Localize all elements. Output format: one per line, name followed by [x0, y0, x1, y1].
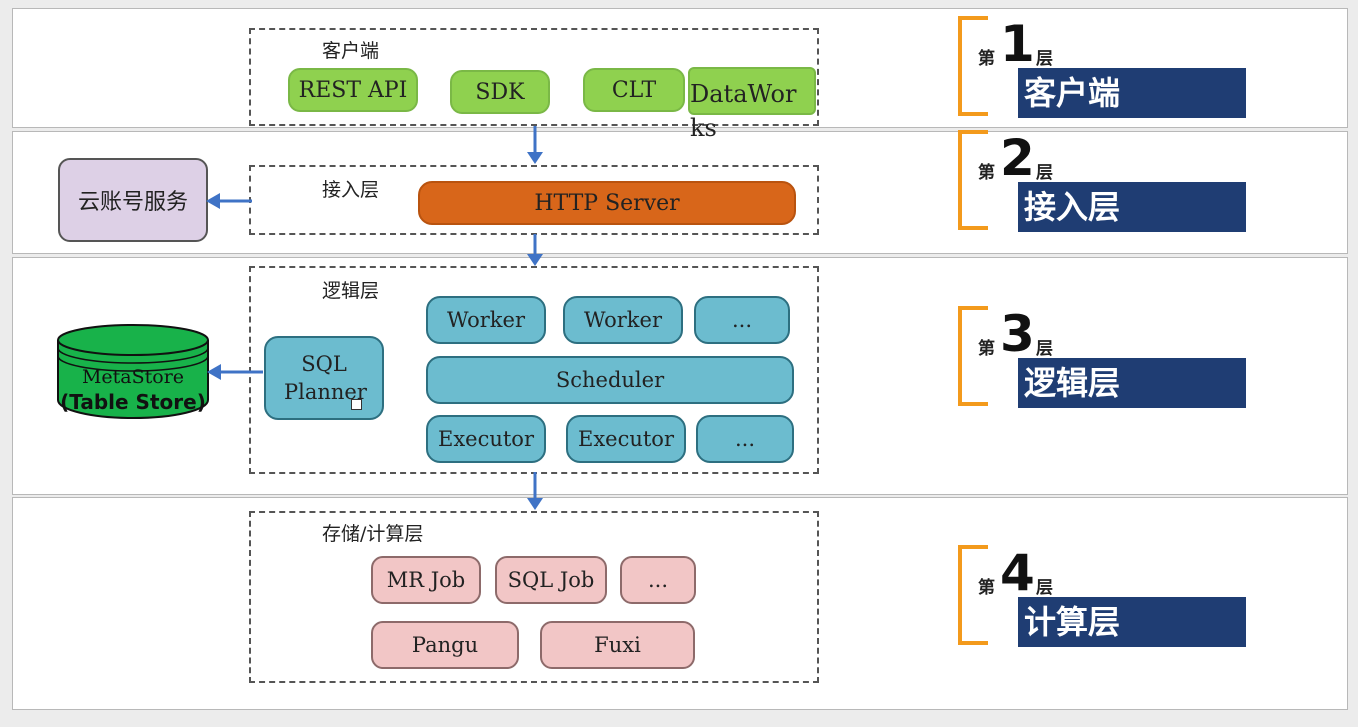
- arrow-to-metastore: [207, 364, 263, 380]
- layer-prefix: 第: [978, 49, 995, 69]
- layer-number: 4: [1000, 544, 1035, 602]
- worker-box: Worker: [426, 296, 546, 344]
- worker-more-box: ...: [694, 296, 790, 344]
- scheduler-box: Scheduler: [426, 356, 794, 404]
- mr-job-box: MR Job: [371, 556, 481, 604]
- layer-callout-3: 第 3 层 逻辑层: [958, 305, 1258, 416]
- client-label: 客户端: [322, 40, 380, 62]
- layer-number: 1: [1000, 15, 1035, 73]
- dataworks-label: DataWorks: [690, 80, 797, 142]
- sql-job-box: SQL Job: [495, 556, 607, 604]
- layer-name: 计算层: [1018, 597, 1246, 647]
- arrow-logic-to-storage: [527, 472, 543, 510]
- layer-prefix: 第: [978, 163, 995, 183]
- sql-planner-label: SQL Planner: [284, 352, 367, 404]
- orange-bracket: [958, 16, 988, 116]
- metastore-cylinder: [57, 324, 209, 419]
- client-group: [249, 28, 819, 126]
- access-label: 接入层: [322, 179, 380, 201]
- layer-name: 逻辑层: [1018, 358, 1246, 408]
- orange-bracket: [958, 545, 988, 645]
- cloud-account-box: 云账号服务: [58, 158, 208, 242]
- layer-suffix: 层: [1036, 163, 1053, 183]
- layer-name: 接入层: [1018, 182, 1246, 232]
- executor-box: Executor: [426, 415, 546, 463]
- dataworks-box: DataWorks: [688, 67, 816, 142]
- metastore-sublabel: (Table Store): [60, 390, 206, 414]
- layer-suffix: 层: [1036, 49, 1053, 69]
- layer-number: 3: [1000, 305, 1035, 363]
- layer-callout-2: 第 2 层 接入层: [958, 129, 1258, 240]
- executor-more-box: ...: [696, 415, 794, 463]
- layer-callout-1: 第 1 层 客户端: [958, 15, 1258, 126]
- clt-box: CLT: [583, 68, 685, 112]
- storage-label: 存储/计算层: [322, 523, 424, 545]
- storage-group: [249, 511, 819, 683]
- layer-number: 2: [1000, 129, 1035, 187]
- arrow-access-to-logic: [527, 234, 543, 266]
- rest-api-box: REST API: [288, 68, 418, 112]
- arrow-client-to-access: [527, 126, 543, 164]
- layer-prefix: 第: [978, 339, 995, 359]
- job-more-box: ...: [620, 556, 696, 604]
- sql-planner-box: SQL Planner: [264, 336, 384, 420]
- fuxi-box: Fuxi: [540, 621, 695, 669]
- layer-callout-4: 第 4 层 计算层: [958, 544, 1258, 655]
- layer-suffix: 层: [1036, 578, 1053, 598]
- worker-box: Worker: [563, 296, 683, 344]
- planner-handle: [351, 399, 362, 410]
- http-server-box: HTTP Server: [418, 181, 796, 225]
- pangu-box: Pangu: [371, 621, 519, 669]
- sdk-box: SDK: [450, 70, 550, 114]
- layer-name: 客户端: [1018, 68, 1246, 118]
- layer-prefix: 第: [978, 578, 995, 598]
- arrow-to-cloud-account: [206, 193, 252, 209]
- orange-bracket: [958, 306, 988, 406]
- metastore-label: MetaStore: [81, 366, 185, 388]
- layer-suffix: 层: [1036, 339, 1053, 359]
- logic-label: 逻辑层: [322, 280, 380, 302]
- orange-bracket: [958, 130, 988, 230]
- executor-box: Executor: [566, 415, 686, 463]
